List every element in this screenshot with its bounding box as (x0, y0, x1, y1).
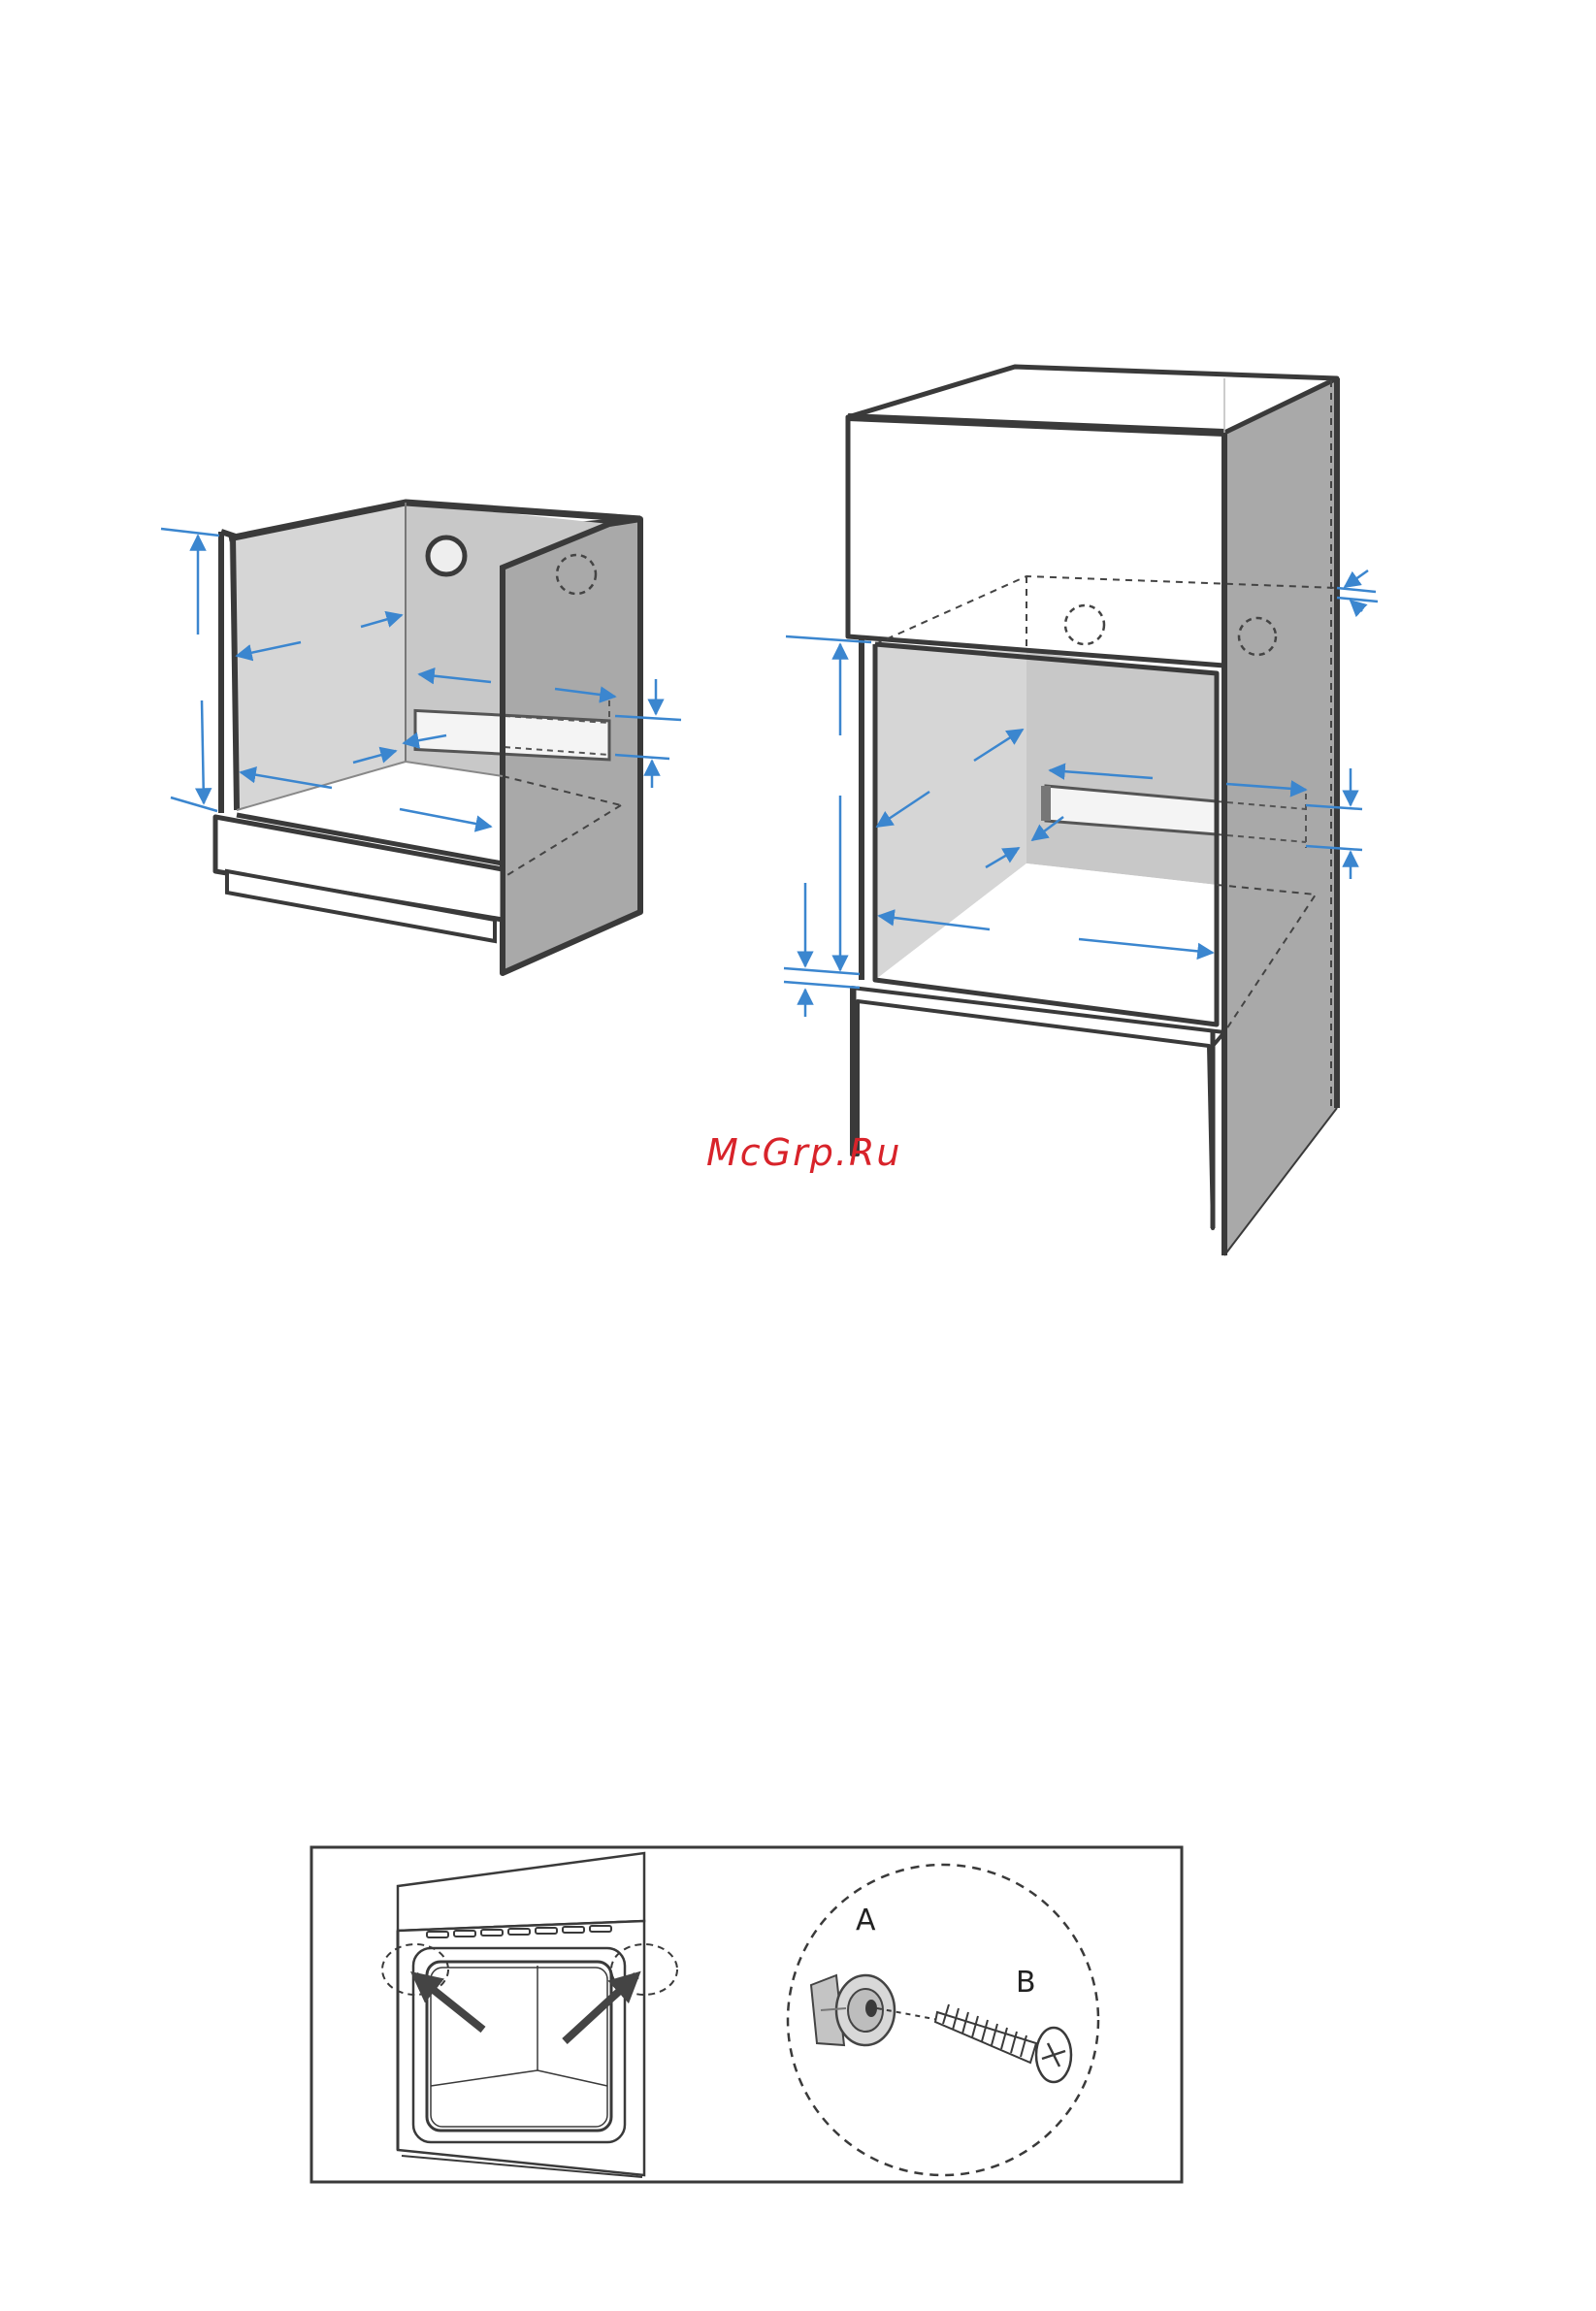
detail-label-b: B (1016, 1966, 1036, 2000)
wall-plug-icon (811, 1975, 895, 2045)
cabinet-left-wall (229, 503, 406, 810)
column-cabinet (848, 367, 1337, 1255)
column-side-panel (1224, 378, 1337, 1255)
oven-sketch (382, 1853, 677, 2177)
lower-cabinet-front (852, 988, 1224, 1228)
niche-back-wall (1026, 652, 1217, 885)
detail-label-a: A (856, 1904, 876, 1937)
mounting-detail-panel (311, 1847, 1182, 2182)
upper-cabinet-front (848, 417, 1224, 666)
watermark: McGrp.Ru (706, 1131, 901, 1174)
cable-hole (428, 537, 465, 574)
